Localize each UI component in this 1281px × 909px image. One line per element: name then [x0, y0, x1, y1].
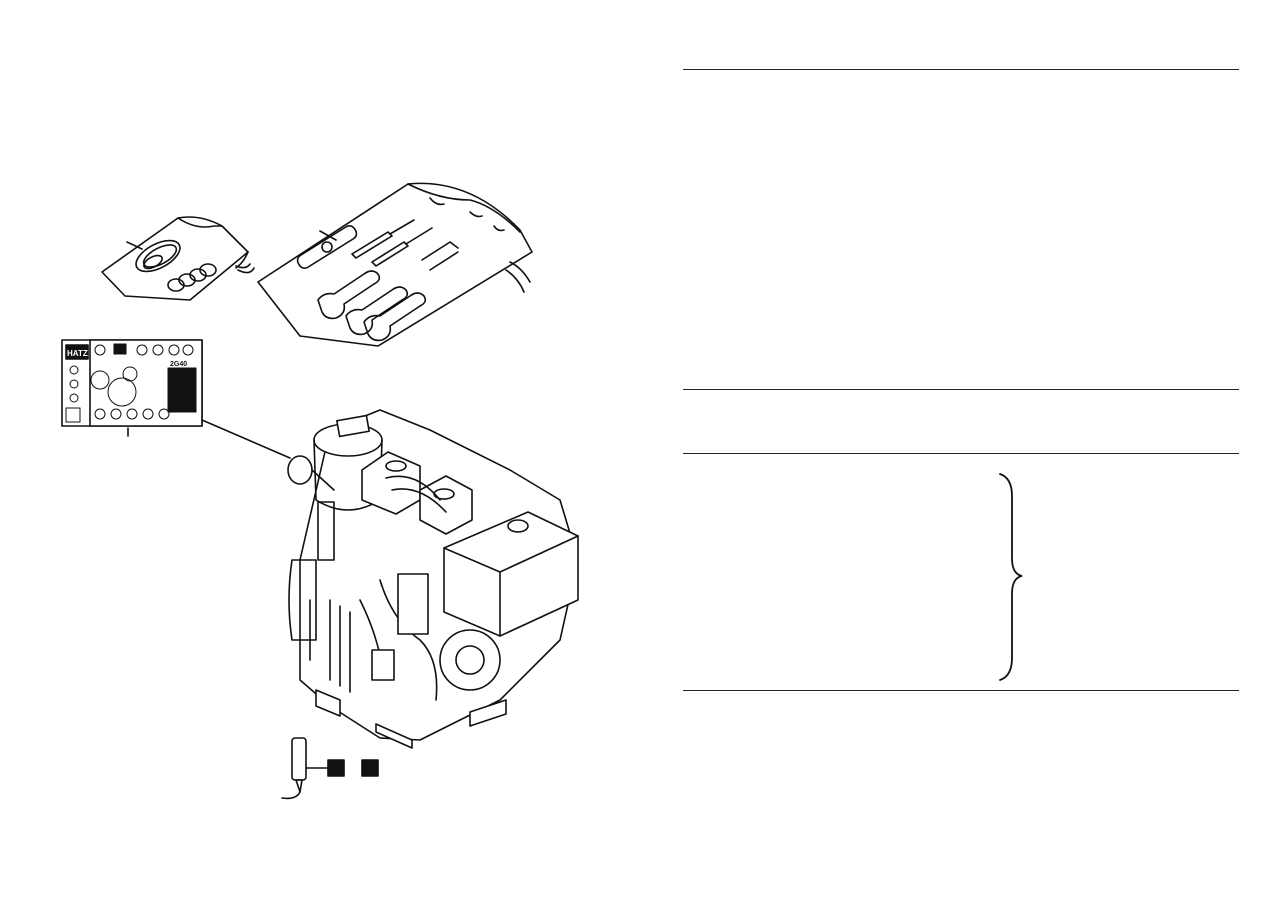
rule-bottom	[683, 690, 1239, 691]
tool-bag-icon	[257, 182, 533, 347]
rule-top	[683, 69, 1239, 70]
warning-label-sticker	[61, 339, 291, 459]
sticker-brand: HATZ	[67, 349, 88, 358]
rule-middle-1	[683, 389, 1239, 390]
right-brace-icon	[999, 473, 1023, 681]
engine-icon	[287, 409, 579, 749]
sticker-model: 2G40	[170, 361, 187, 368]
sealant-tube-icon	[281, 737, 379, 800]
small-bag-icon	[101, 216, 255, 301]
illustration-panel: HATZ 2G40	[61, 182, 579, 800]
rule-middle-2	[683, 453, 1239, 454]
